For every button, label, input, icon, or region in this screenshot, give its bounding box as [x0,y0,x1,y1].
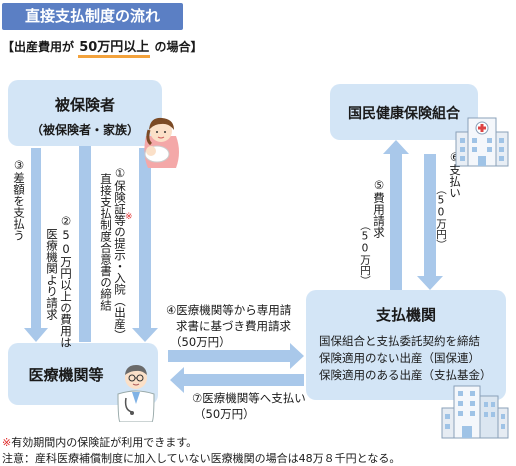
step5-label-2: （50万円） [359,220,371,286]
node-insured-sub: （被保険者・家族） [30,123,139,137]
node-insurer-name: 国民健康保険組合 [348,106,460,122]
footnote-1: ※有効期間内の保険証が利用できます。 [2,434,197,450]
node-hospital-name: 医療機関等 [28,366,104,384]
node-payment-agency: 支払機関 国保組合と支払委託契約を締結 保険適用のない出産（国保連） 保険適用の… [306,290,506,400]
payment-line-1: 国保組合と支払委託契約を締結 [319,334,480,348]
footnote-2: 注意：産科医療補償制度に加入していない医療機関の場合は48万８千円となる。 [2,450,400,466]
step2-label-1: ②50万円以上の費用は [59,214,73,348]
page-title: 直接支払制度の流れ [2,3,183,30]
payment-line-2: 保険適用のない出産（国保連） [319,351,480,365]
payment-line-3: 保険適用のある出産（支払基金） [319,368,492,382]
arrow-step1 [132,148,158,342]
condition-prefix: 【出産費用が [2,40,75,54]
step4-label: ④医療機関等から専用請 求書に基づき費用請求 （50万円） [166,302,291,350]
step2-label-2: 医療機関より請求 [45,228,59,320]
node-insurer: 国民健康保険組合 [330,84,478,140]
mother-baby-icon [144,117,179,168]
step5-label-1: ⑤費用請求 [372,178,386,238]
hospital-building-icon [455,117,509,167]
node-insured: 被保険者 （被保険者・家族） [8,80,162,146]
condition-suffix: の場合】 [154,40,203,54]
arrow-step6 [417,154,443,290]
node-payment-name: 支払機関 [375,306,436,324]
arrow-step2 [72,126,98,342]
arrow-step4 [168,343,304,369]
step7-line-1: ⑦医療機関等へ支払い [192,391,306,405]
step1-label-1: ①保険証等の提示・入院（出産） [113,166,127,341]
step7-label: ⑦医療機関等へ支払い （50万円） [192,390,306,422]
step3-label: ③差額を支払う [12,158,26,241]
condition-amount: 50万円以上 [78,40,151,58]
step4-amount: （50万円） [170,335,231,349]
step1-label-2: 直接支払制度合意書の締結 [99,173,113,311]
condition-label: 【出産費用が 50万円以上 の場合】 [2,36,203,58]
arrow-step3 [24,148,48,342]
arrow-step5 [383,140,409,290]
arrow-step7 [170,367,304,393]
footnote-2-text: 注意：産科医療補償制度に加入していない医療機関の場合は48万８千円となる。 [2,452,401,465]
step6-label-2: （50万円） [435,184,447,250]
doctor-icon [117,365,155,422]
step7-amount: （50万円） [194,407,255,421]
footnote-1-mark: ※ [2,436,12,449]
step4-line-1: ④医療機関等から専用請 [166,303,292,317]
node-insured-name: 被保険者 [54,96,115,114]
footnote-1-text: 有効期間内の保険証が利用できます。 [11,436,198,449]
office-building-icon [441,385,509,439]
step4-line-2: 求書に基づき費用請求 [176,319,291,333]
step1-note-mark: ※ [125,212,133,222]
